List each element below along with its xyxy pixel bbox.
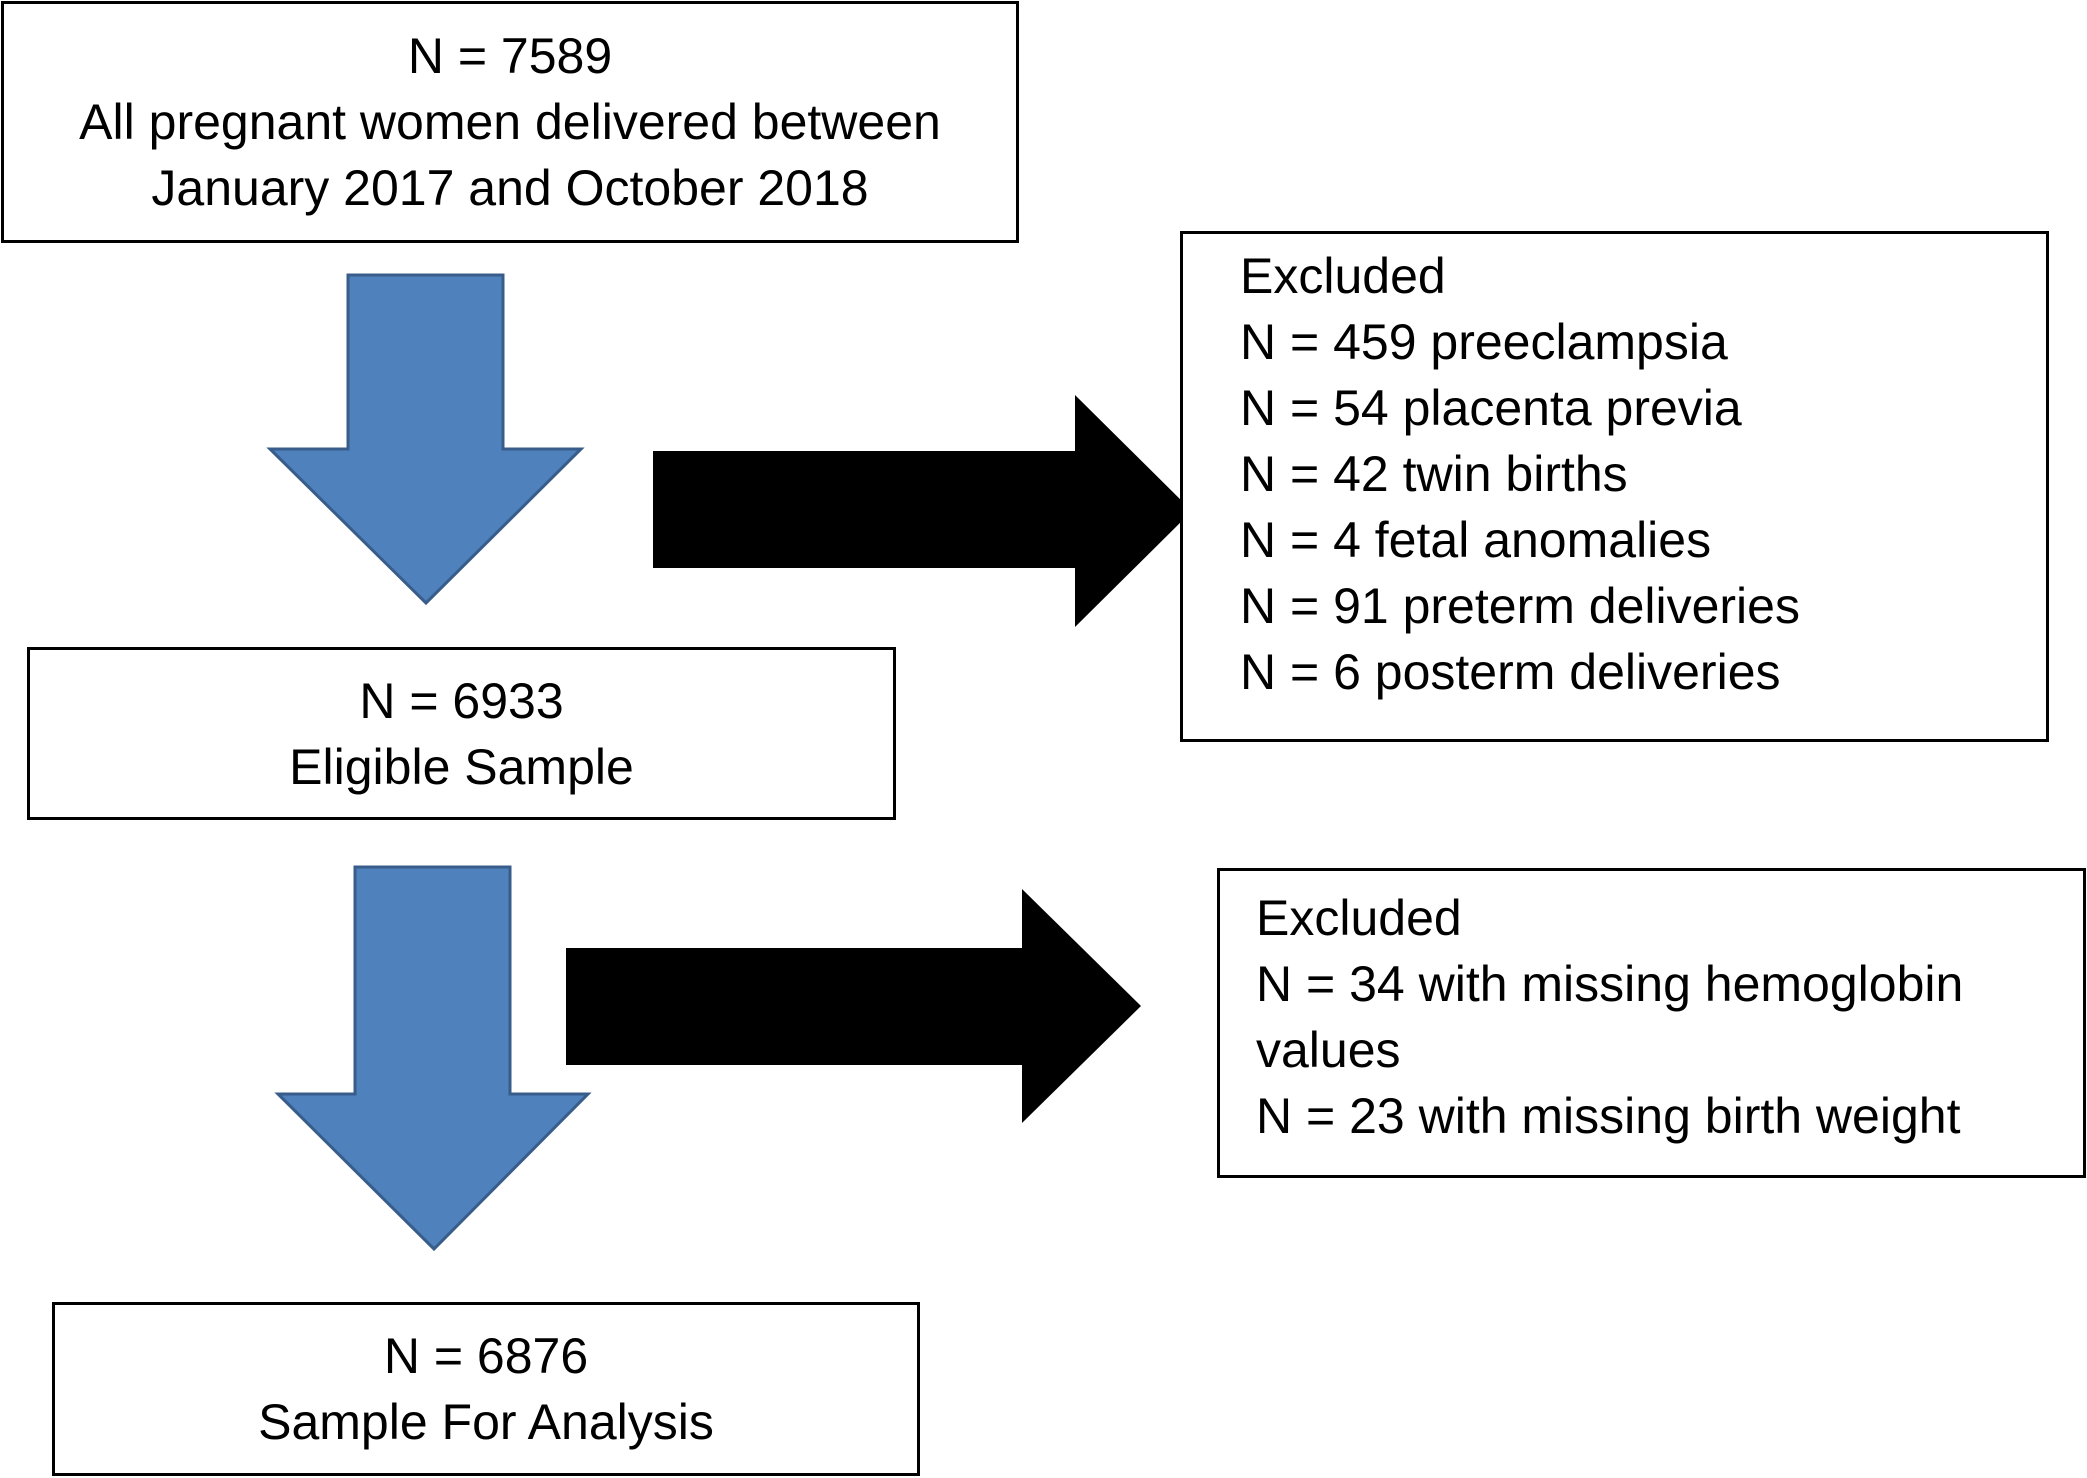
exclusion-box-2: Excluded N = 34 with missing hemoglobin … xyxy=(1217,868,2086,1178)
exclusion-1-item: N = 54 placenta previa xyxy=(1240,380,1742,436)
eligible-sample-box: N = 6933 Eligible Sample xyxy=(27,647,896,820)
exclusion-2-item: N = 34 with missing hemoglobin xyxy=(1256,956,1964,1012)
exclusion-1-heading: Excluded xyxy=(1240,248,1446,304)
down-arrow-1 xyxy=(266,273,585,606)
all-women-description: All pregnant women delivered between xyxy=(79,94,941,150)
all-women-box: N = 7589 All pregnant women delivered be… xyxy=(1,1,1019,243)
eligible-label: Eligible Sample xyxy=(289,738,634,795)
down-arrow-2 xyxy=(274,865,592,1252)
exclusion-1-item: N = 4 fetal anomalies xyxy=(1240,512,1712,568)
all-women-count: N = 7589 xyxy=(407,28,613,84)
all-women-date-range: January 2017 and October 2018 xyxy=(151,160,869,216)
exclusion-1-item: N = 42 twin births xyxy=(1240,446,1628,502)
exclusion-1-item: N = 6 posterm deliveries xyxy=(1240,644,1781,700)
analysis-label: Sample For Analysis xyxy=(258,1394,714,1450)
exclusion-2-item: N = 23 with missing birth weight xyxy=(1256,1088,1961,1144)
analysis-count: N = 6876 xyxy=(383,1328,589,1384)
exclusion-box-1: Excluded N = 459 preeclampsia N = 54 pla… xyxy=(1180,231,2049,742)
right-arrow-2 xyxy=(566,889,1141,1123)
exclusion-1-item: N = 91 preterm deliveries xyxy=(1240,578,1800,634)
exclusion-2-item-continued: values xyxy=(1256,1022,1401,1078)
right-arrow-1 xyxy=(653,395,1192,627)
eligible-count: N = 6933 xyxy=(359,672,564,729)
analysis-sample-box: N = 6876 Sample For Analysis xyxy=(52,1302,920,1476)
exclusion-2-heading: Excluded xyxy=(1256,890,1462,946)
exclusion-1-item: N = 459 preeclampsia xyxy=(1240,314,1728,370)
